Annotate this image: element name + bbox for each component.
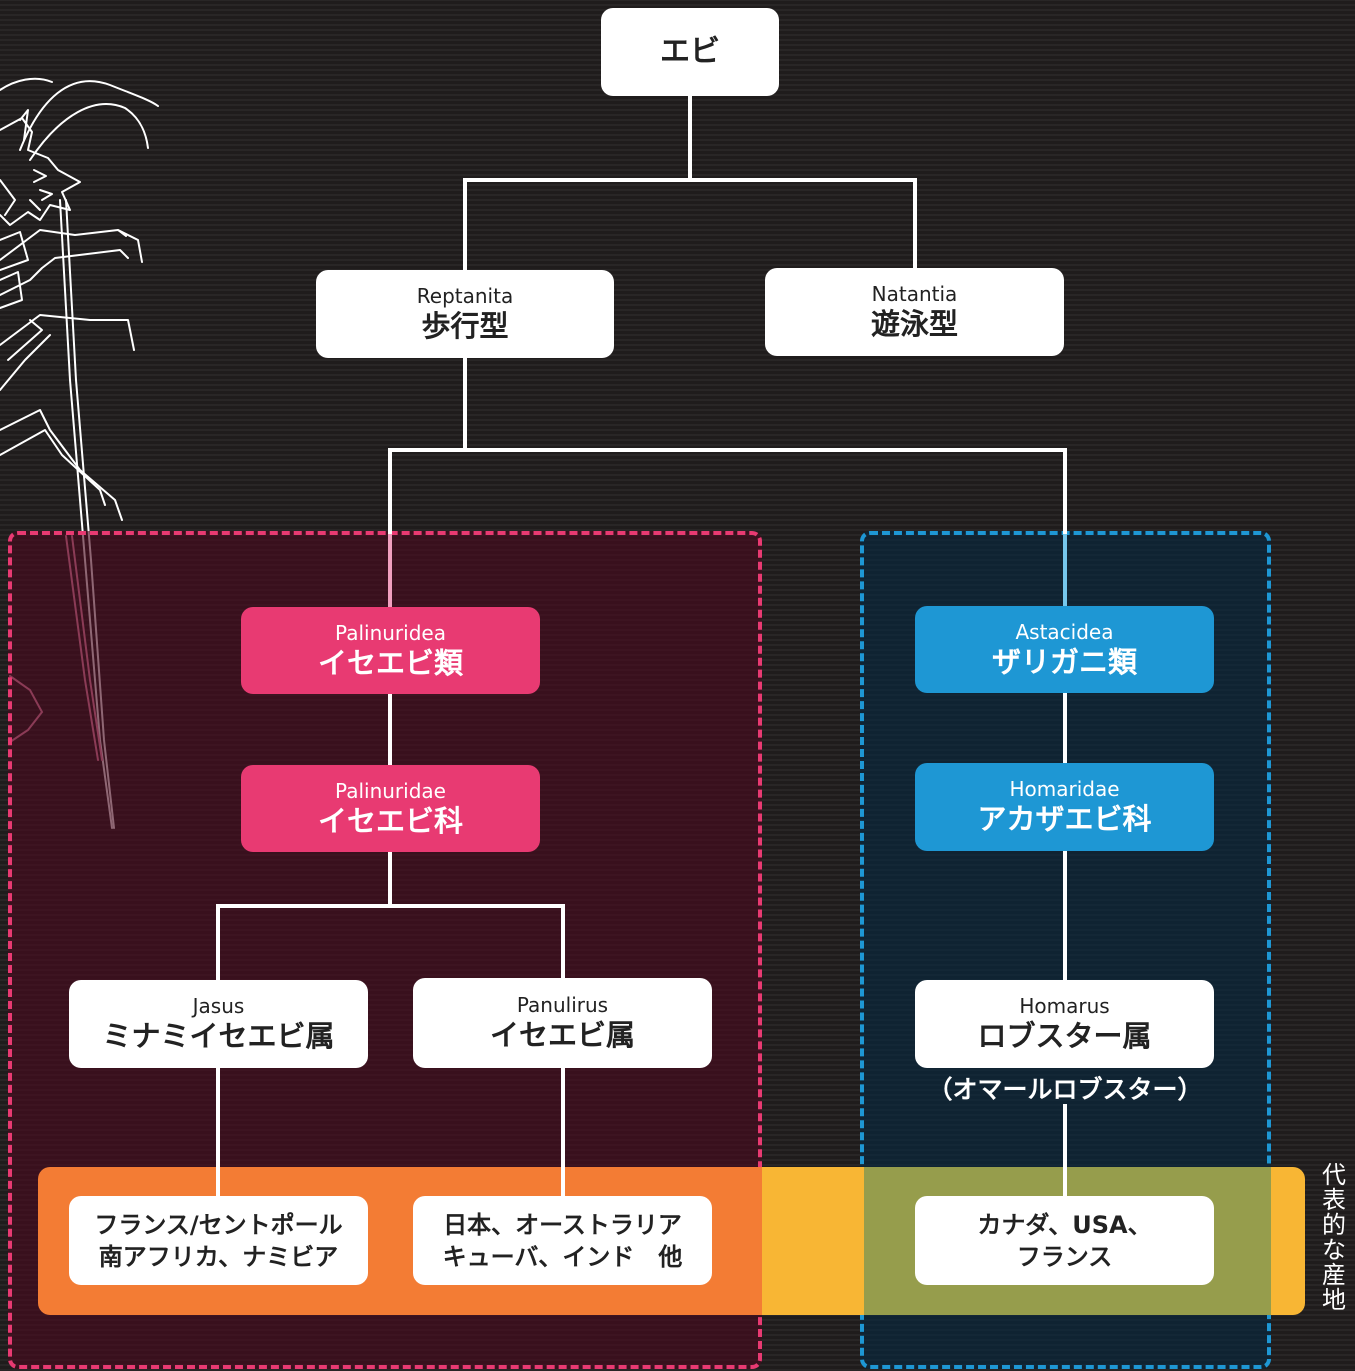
node-ebi: エビ <box>601 8 779 96</box>
production-region-label-char: 地 <box>1322 1286 1346 1314</box>
node-natantia-jp: 遊泳型 <box>870 307 958 341</box>
connector-root <box>463 96 692 270</box>
region-box-jasus: フランス/セントポール 南アフリカ、ナミビア <box>69 1196 368 1285</box>
region-panulirus-line1: 日本、オーストラリア <box>443 1210 682 1239</box>
node-natantia-latin: Natantia <box>871 282 958 306</box>
homarus-note: （オマールロブスター） <box>927 1075 1203 1104</box>
node-panulirus-latin: Panulirus <box>516 993 609 1017</box>
node-jasus-latin: Jasus <box>192 994 245 1018</box>
production-region-label-char: な <box>1322 1236 1346 1264</box>
node-jasus-jp: ミナミイセエビ属 <box>102 1019 335 1053</box>
node-astacidea-latin: Astacidea <box>1015 619 1114 644</box>
production-region-label-char: 的 <box>1322 1211 1346 1239</box>
node-palinuridae-jp: イセエビ科 <box>317 803 463 838</box>
region-box-homarus: カナダ、USA、 フランス <box>915 1196 1214 1285</box>
region-homarus-line1: カナダ、USA、 <box>977 1210 1152 1239</box>
connector-palinuridae-split <box>216 852 392 980</box>
node-jasus: Jasus ミナミイセエビ属 <box>69 980 368 1068</box>
node-palinuridae: Palinuridae イセエビ科 <box>241 765 540 852</box>
node-homarus: Homarus ロブスター属 <box>915 980 1214 1068</box>
production-region-label: 代表的な産地 <box>1318 1163 1350 1313</box>
node-homaridae-jp: アカザエビ科 <box>977 802 1152 836</box>
region-jasus-line2: 南アフリカ、ナミビア <box>98 1242 339 1271</box>
node-reptantia: Reptanita 歩行型 <box>316 270 614 358</box>
node-astacidea-jp: ザリガニ類 <box>991 644 1137 679</box>
node-ebi-jp: エビ <box>660 34 720 69</box>
production-region-label-char: 代 <box>1322 1161 1346 1189</box>
connector-astacidea <box>465 448 1067 534</box>
region-box-panulirus: 日本、オーストラリア キューバ、インド 他 <box>413 1196 712 1285</box>
node-palinuridea-latin: Palinuridea <box>335 620 446 645</box>
region-band-yellow-end <box>1271 1167 1305 1315</box>
node-palinuridae-latin: Palinuridae <box>335 778 446 803</box>
node-homarus-jp: ロブスター属 <box>977 1019 1152 1053</box>
production-region-label-char: 表 <box>1322 1186 1346 1214</box>
node-homarus-latin: Homarus <box>1019 994 1110 1018</box>
connector-natantia <box>690 178 917 268</box>
region-homarus-line2: フランス <box>1016 1242 1113 1271</box>
node-homaridae: Homaridae アカザエビ科 <box>915 763 1214 851</box>
region-band-yellow <box>762 1167 864 1315</box>
node-natantia: Natantia 遊泳型 <box>765 268 1064 356</box>
node-palinuridea: Palinuridea イセエビ類 <box>241 607 540 694</box>
node-panulirus: Panulirus イセエビ属 <box>413 978 712 1068</box>
node-homaridae-latin: Homaridae <box>1009 777 1120 801</box>
connector-reptantia <box>388 358 467 534</box>
connector-panulirus <box>390 904 565 978</box>
production-region-label-char: 産 <box>1322 1261 1346 1289</box>
region-panulirus-line2: キューバ、インド 他 <box>442 1242 683 1271</box>
node-palinuridea-jp: イセエビ類 <box>317 645 463 680</box>
node-astacidea: Astacidea ザリガニ類 <box>915 606 1214 693</box>
node-reptantia-jp: 歩行型 <box>421 309 509 343</box>
region-jasus-line1: フランス/セントポール <box>94 1210 343 1239</box>
node-reptantia-latin: Reptanita <box>416 284 514 308</box>
node-panulirus-jp: イセエビ属 <box>489 1018 635 1052</box>
